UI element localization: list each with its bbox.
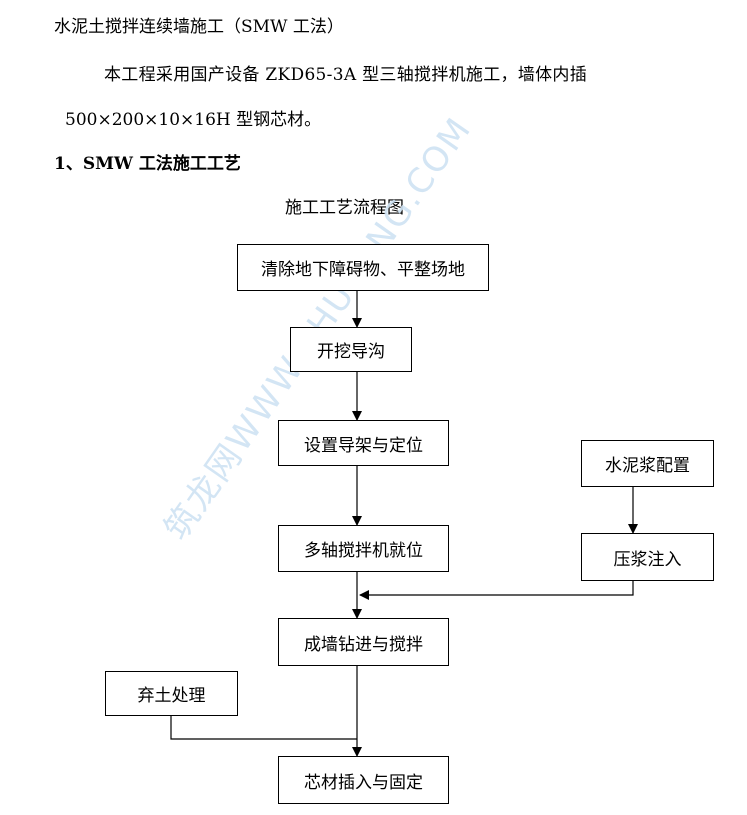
flow-step-cement-slurry: 水泥浆配置 bbox=[581, 440, 714, 487]
flow-step-waste-soil: 弃土处理 bbox=[105, 671, 238, 716]
document-heading: 水泥土搅拌连续墙施工（SMW 工法） bbox=[54, 17, 344, 37]
flow-step-excavate-trench: 开挖导沟 bbox=[290, 327, 412, 372]
flow-step-set-guide-frame: 设置导架与定位 bbox=[278, 420, 449, 466]
paragraph-line-1: 本工程采用国产设备 ZKD65-3A 型三轴搅拌机施工，墙体内插 bbox=[104, 65, 588, 85]
flow-step-drill-and-mix: 成墙钻进与搅拌 bbox=[278, 618, 449, 666]
flow-step-clear-site: 清除地下障碍物、平整场地 bbox=[237, 244, 489, 291]
flowchart-title: 施工工艺流程图 bbox=[285, 198, 404, 218]
flow-step-grout-injection: 压浆注入 bbox=[581, 533, 714, 581]
flow-step-position-mixer: 多轴搅拌机就位 bbox=[278, 525, 449, 572]
arrow-grout-main bbox=[359, 581, 634, 600]
paragraph-line-2: 500×200×10×16H 型钢芯材。 bbox=[65, 110, 322, 130]
flow-step-insert-core: 芯材插入与固定 bbox=[278, 756, 449, 804]
line-waste-main bbox=[170, 716, 357, 740]
section-title: 1、SMW 工法施工工艺 bbox=[54, 154, 241, 174]
